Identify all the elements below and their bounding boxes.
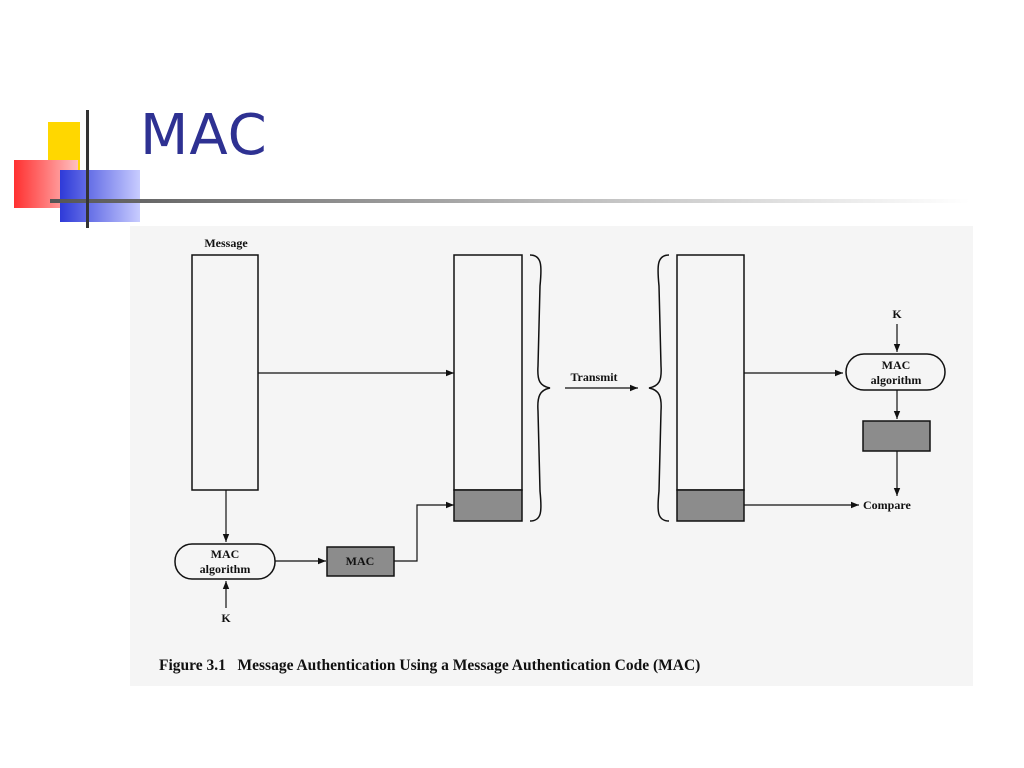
sender-brace bbox=[529, 254, 551, 522]
figure-panel: Message MAC algorithm K MAC Transmit bbox=[130, 226, 973, 686]
sender-key-label: K bbox=[221, 611, 231, 625]
receiver-block bbox=[676, 254, 745, 491]
slide-title: MAC bbox=[140, 103, 268, 168]
mac-to-transmit-arrow bbox=[394, 501, 454, 562]
sender-mac-algorithm-line2: algorithm bbox=[200, 562, 251, 576]
figure-caption-text: Message Authentication Using a Message A… bbox=[237, 657, 701, 674]
receiver-computed-mac-box bbox=[862, 420, 931, 452]
mac-diagram: Message MAC algorithm K MAC Transmit bbox=[174, 236, 946, 625]
receiver-mac-algorithm-line2: algorithm bbox=[871, 373, 922, 387]
mac-box-label: MAC bbox=[346, 554, 375, 568]
sender-transmit-mac-segment bbox=[453, 489, 523, 522]
compare-label: Compare bbox=[863, 498, 911, 512]
mac-box bbox=[326, 546, 395, 577]
receiver-key-label: K bbox=[892, 307, 902, 321]
receiver-mac-segment bbox=[676, 489, 745, 522]
sender-mac-algorithm-line1: MAC bbox=[211, 547, 240, 561]
message-box bbox=[191, 254, 259, 491]
transmit-label: Transmit bbox=[570, 370, 617, 384]
receiver-mac-algorithm-box bbox=[845, 353, 946, 391]
deco-vertical-line bbox=[86, 110, 89, 228]
figure-number: Figure 3.1 bbox=[159, 657, 226, 674]
deco-blue-square bbox=[60, 170, 140, 222]
sender-transmit-block bbox=[453, 254, 523, 491]
receiver-mac-algorithm-line1: MAC bbox=[882, 358, 911, 372]
figure-caption: Figure 3.1 Message Authentication Using … bbox=[159, 657, 700, 675]
receiver-brace bbox=[648, 254, 670, 522]
message-label: Message bbox=[204, 236, 248, 250]
deco-horizontal-line bbox=[50, 199, 970, 203]
slide-decoration bbox=[14, 110, 970, 228]
